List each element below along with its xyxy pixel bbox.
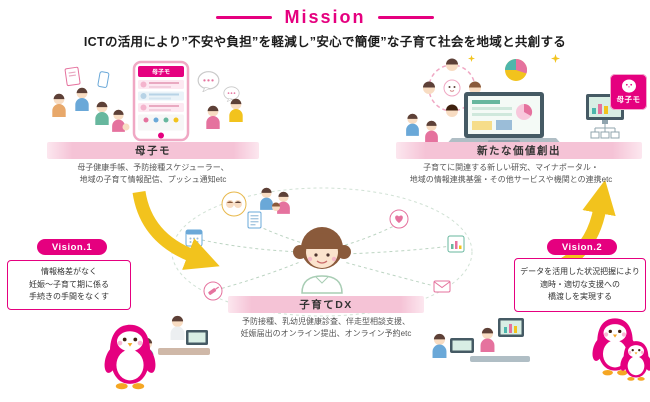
syringe-icon	[203, 281, 223, 301]
desc-line: 予防接種、乳幼児健康診査、伴走型相談支援、	[242, 317, 410, 326]
person-illustration	[406, 113, 419, 136]
section-label-new-value: 新たな価値創出	[396, 142, 642, 159]
desc-line: 妊娠届出のオンライン提出、オンライン予約etc	[240, 329, 412, 339]
vision1-line: 手続きの手間をなくす	[29, 292, 109, 302]
sparkle-icon	[468, 55, 475, 62]
penguin-mascot	[104, 324, 156, 390]
vision1-line: 情報格差がなく	[41, 266, 97, 276]
vision2-badge: Vision.2	[547, 239, 617, 255]
boshimo-chat-illustration	[197, 71, 243, 129]
boshimo-app-phone: 母子モ	[132, 60, 190, 142]
heart-icon	[389, 209, 409, 229]
person-illustration	[75, 87, 89, 111]
pie-chart-icon	[505, 58, 528, 81]
person-illustration	[95, 101, 109, 125]
sparkle-icon	[551, 54, 560, 63]
vision2-line: データを活用した状況把握により	[520, 266, 640, 276]
family-illustration	[260, 187, 290, 214]
section-desc-dx: 予防接種、乳幼児健康診査、伴走型相談支援、 妊娠届出のオンライン提出、オンライン…	[196, 316, 456, 341]
boshimo-users-illustration	[52, 66, 130, 132]
section-label-boshimo: 母子モ	[47, 142, 259, 159]
mission-subtitle: ICTの活用により”不安や負担”を軽減し”安心で簡便”な子育て社会を地域と共創す…	[83, 35, 567, 49]
person-illustration	[425, 120, 438, 143]
section-desc-boshimo: 母子健康手帳、予防接種スケジューラー、 地域の子育て情報配信、プッシュ通知etc	[14, 162, 292, 187]
section-desc-new-value: 子育てに関連する新しい研究、マイナポータル・ 地域の情報連携基盤・その他サービス…	[372, 162, 650, 187]
speech-bubble-icon	[197, 71, 220, 92]
boshimo-logo-label: 母子モ	[616, 95, 641, 104]
boshimo-logo: 母子モ	[610, 74, 647, 110]
laptop-illustration	[444, 92, 564, 147]
mission-header: Mission	[0, 7, 650, 28]
people-cycle-illustration	[423, 58, 481, 117]
phone-header-label: 母子モ	[152, 68, 170, 76]
mission-title: Mission	[284, 7, 366, 27]
title-rule-right	[377, 16, 434, 19]
vision1-box: 情報格差がなく 妊娠～子育て期に係る 手続きの手間をなくす	[7, 260, 131, 310]
desc-line: 子育てに関連する新しい研究、マイナポータル・	[423, 163, 599, 172]
chart-icon	[447, 235, 465, 253]
mail-icon	[433, 280, 451, 293]
vision2-line: 適時・適切な支援への	[540, 279, 620, 289]
mother-illustration	[293, 227, 351, 294]
person-illustration	[229, 98, 243, 122]
title-rule-left	[216, 16, 273, 19]
vision2-line: 橋渡しを実現する	[548, 292, 612, 302]
arrow-down-to-dx	[132, 190, 220, 270]
office-workers-illustration	[432, 318, 530, 362]
person-illustration	[52, 93, 66, 117]
boshimo-logo-penguin-icon	[621, 79, 636, 93]
calendar-icon	[185, 229, 203, 247]
flow-arrows	[132, 179, 616, 274]
desc-line: 地域の情報連携基盤・その他サービスや機関との連携etc	[409, 175, 613, 185]
babies-icon	[221, 191, 247, 217]
section-label-dx: 子育てDX	[228, 296, 424, 313]
vision1-line: 妊娠～子育て期に係る	[29, 279, 109, 289]
person-illustration	[206, 105, 220, 129]
vision1-badge: Vision.1	[37, 239, 107, 255]
network-tree-illustration	[590, 124, 620, 139]
vision2-box: データを活用した状況把握により 適時・適切な支援への 橋渡しを実現する	[514, 258, 646, 312]
desc-line: 母子健康手帳、予防接種スケジューラー、	[77, 163, 229, 172]
document-icon	[247, 211, 262, 229]
desc-line: 地域の子育て情報配信、プッシュ通知etc	[79, 175, 227, 185]
